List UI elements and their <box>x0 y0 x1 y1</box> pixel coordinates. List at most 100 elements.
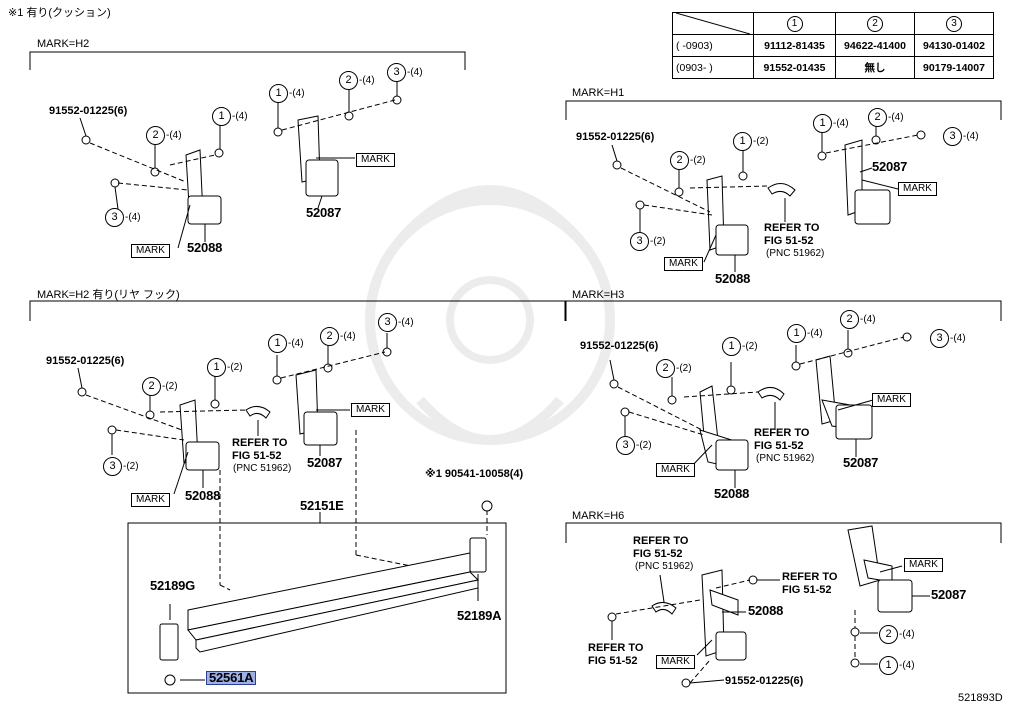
refer-text: FIG 51-52 <box>754 440 804 452</box>
qty-label: -(2) <box>636 440 652 451</box>
callout-2: 2 <box>142 377 161 396</box>
refer-text: FIG 51-52 <box>588 655 638 667</box>
table-cell: 90179-14007 <box>914 56 994 79</box>
part-number-52088: 52088 <box>185 488 221 503</box>
callout-2: 2 <box>840 310 859 329</box>
part-number-52561a[interactable]: 52561A <box>206 671 257 685</box>
qty-label: -(2) <box>650 236 666 247</box>
qty-label: -(4) <box>289 88 305 99</box>
section-label-h2: MARK=H2 <box>37 38 90 50</box>
refer-text: FIG 51-52 <box>633 548 683 560</box>
screw-label: ※1 90541-10058(4) <box>425 468 524 480</box>
qty-label: -(4) <box>125 212 141 223</box>
callout-3: 3 <box>930 329 949 348</box>
refer-pnc: (PNC 51962) <box>233 463 292 474</box>
mark-label: MARK <box>904 558 943 572</box>
table-cell: 無し <box>835 56 915 79</box>
qty-label: -(4) <box>899 660 915 671</box>
refer-text: REFER TO <box>754 427 810 439</box>
qty-label: -(4) <box>963 131 979 142</box>
bolt-label: 91552-01225(6) <box>46 355 125 367</box>
callout-3: 3 <box>616 436 635 455</box>
part-number-52087: 52087 <box>307 455 343 470</box>
part-number-52088: 52088 <box>714 486 750 501</box>
callout-3: 3 <box>630 232 649 251</box>
mark-label: MARK <box>872 393 911 407</box>
mark-label: MARK <box>656 463 695 477</box>
qty-label: -(2) <box>742 341 758 352</box>
bolt-label: 91552-01225(6) <box>49 105 128 117</box>
callout-1: 1 <box>207 358 226 377</box>
qty-label: -(4) <box>860 314 876 325</box>
callout-3: 3 <box>103 457 122 476</box>
callout-1: 1 <box>268 334 287 353</box>
callout-2: 2 <box>656 359 675 378</box>
part-number-52088: 52088 <box>748 603 784 618</box>
mark-label: MARK <box>351 403 390 417</box>
refer-text: FIG 51-52 <box>764 235 814 247</box>
refer-text: REFER TO <box>588 642 644 654</box>
part-number-52088: 52088 <box>187 240 223 255</box>
table-cell: 91552-01435 <box>753 56 836 79</box>
callout-2: 2 <box>670 151 689 170</box>
callout-3: 3 <box>943 127 962 146</box>
qty-label: -(2) <box>227 362 243 373</box>
diagonal-line <box>676 13 750 34</box>
section-label-h3: MARK=H3 <box>572 289 625 301</box>
watermark-emblem <box>365 185 615 445</box>
section-label-h1: MARK=H1 <box>572 87 625 99</box>
mark-label: MARK <box>131 493 170 507</box>
part-number-52087: 52087 <box>306 205 342 220</box>
part-number-52151e: 52151E <box>300 498 344 513</box>
qty-label: -(4) <box>398 317 414 328</box>
callout-3: 3 <box>387 63 406 82</box>
qty-label: -(4) <box>407 67 423 78</box>
table-range: (0903- ) <box>672 56 754 79</box>
refer-text: REFER TO <box>232 437 288 449</box>
refer-pnc: (PNC 51962) <box>756 453 815 464</box>
qty-label: -(2) <box>753 136 769 147</box>
table-row: (0903- ) 91552-01435 無し 90179-14007 <box>672 56 994 79</box>
part-number-52088: 52088 <box>715 271 751 286</box>
refer-text: FIG 51-52 <box>782 584 832 596</box>
refer-text: REFER TO <box>633 535 689 547</box>
qty-label: -(4) <box>807 328 823 339</box>
part-number-52087: 52087 <box>843 455 879 470</box>
bolt-label: 91552-01225(6) <box>580 340 659 352</box>
callout-2: 2 <box>339 71 358 90</box>
callout-1: 1 <box>722 337 741 356</box>
callout-2: 2 <box>146 126 165 145</box>
mark-label: MARK <box>664 257 703 271</box>
table-cell: 94622-41400 <box>835 34 915 57</box>
callout-1: 1 <box>212 107 231 126</box>
qty-label: -(4) <box>833 118 849 129</box>
mark-label: MARK <box>656 655 695 669</box>
mark-label: MARK <box>356 153 395 167</box>
qty-label: -(4) <box>288 338 304 349</box>
part-number-52189g: 52189G <box>150 578 196 593</box>
refer-text: REFER TO <box>764 222 820 234</box>
callout-2: 2 <box>879 625 898 644</box>
footnote-text: ※1 有り(クッション) <box>8 7 111 19</box>
table-header-3: 3 <box>914 12 994 35</box>
callout-3: 3 <box>378 313 397 332</box>
callout-2: 2 <box>868 108 887 127</box>
table-cell: 91112-81435 <box>753 34 836 57</box>
callout-2: 2 <box>320 327 339 346</box>
qty-label: -(4) <box>340 331 356 342</box>
qty-label: -(4) <box>950 333 966 344</box>
bolt-label: 91552-01225(6) <box>576 131 655 143</box>
qty-label: -(2) <box>690 155 706 166</box>
part-number-52087: 52087 <box>872 159 908 174</box>
qty-label: -(4) <box>359 75 375 86</box>
part-number-52087: 52087 <box>931 587 967 602</box>
spec-table: 1 2 3 ( -0903) 91112-81435 94622-41400 9… <box>672 12 994 79</box>
callout-1: 1 <box>787 324 806 343</box>
refer-pnc: (PNC 51962) <box>766 248 825 259</box>
refer-text: REFER TO <box>782 571 838 583</box>
part-number-52189a: 52189A <box>457 608 502 623</box>
callout-3: 3 <box>105 208 124 227</box>
section-label-h6: MARK=H6 <box>572 510 625 522</box>
refer-pnc: (PNC 51962) <box>635 561 694 572</box>
bolt-label: 91552-01225(6) <box>725 675 804 687</box>
